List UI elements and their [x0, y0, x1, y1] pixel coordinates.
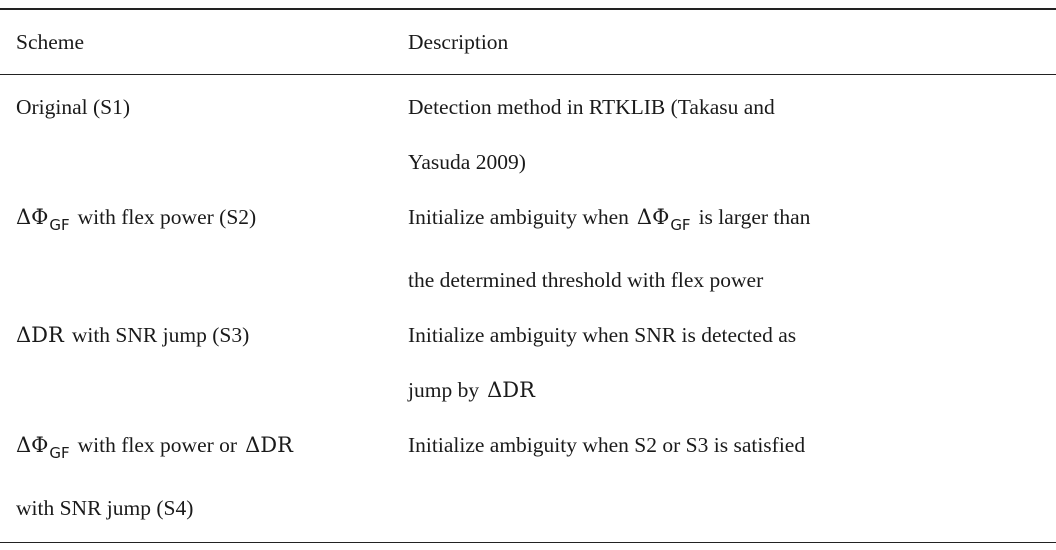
- table-row: ΔΦGF with flex power or ΔDR with SNR jump …: [0, 418, 1056, 536]
- header-scheme: Scheme: [16, 29, 85, 54]
- table-header-row: Scheme Description: [0, 10, 1056, 74]
- delta-dr-symbol: ΔDR: [245, 432, 293, 457]
- description-pre: Initialize ambiguity when: [408, 204, 629, 229]
- scheme-line-1: ΔΦGF with flex power or ΔDR: [16, 418, 408, 481]
- scheme-cell-s3: ΔDR with SNR jump (S3): [0, 308, 408, 363]
- table-row: ΔDR with SNR jump (S3) Initialize ambigui…: [0, 308, 1056, 418]
- table-body: Original (S1) Detection method in RTKLIB…: [0, 75, 1056, 542]
- delta-phi-symbol: ΔΦ: [636, 204, 670, 229]
- description-cell-s4: Initialize ambiguity when S2 or S3 is sa…: [408, 418, 1056, 473]
- scheme-line: ΔΦGF with flex power (S2): [16, 190, 408, 253]
- description-cell-s1: Detection method in RTKLIB (Takasu and Y…: [408, 80, 1056, 190]
- scheme-table: Scheme Description Original (S1) Detecti…: [0, 8, 1056, 543]
- scheme-cell-s1: Original (S1): [0, 80, 408, 135]
- description-line-1: Detection method in RTKLIB (Takasu and: [408, 94, 775, 119]
- scheme-line: ΔDR with SNR jump (S3): [16, 308, 408, 363]
- description-line-1: Initialize ambiguity when ΔΦGF is larger t…: [408, 190, 1056, 253]
- delta-dr-symbol: ΔDR: [16, 322, 64, 347]
- header-description: Description: [408, 29, 509, 54]
- delta-phi-symbol: ΔΦ: [16, 432, 49, 457]
- description-line-2: jump by ΔDR: [408, 363, 1056, 418]
- description-line-1: Initialize ambiguity when S2 or S3 is sa…: [408, 432, 806, 457]
- scheme-line-2: with SNR jump (S4): [16, 495, 194, 520]
- description-cell-s3: Initialize ambiguity when SNR is detecte…: [408, 308, 1056, 418]
- scheme-text: Original (S1): [16, 94, 131, 119]
- description-post: is larger than: [698, 204, 811, 229]
- bottom-rule: [0, 541, 1056, 543]
- description-line-2: the determined threshold with flex power: [408, 267, 764, 292]
- top-rule: [0, 8, 1056, 10]
- description-pre: jump by: [408, 377, 480, 402]
- delta-dr-symbol: ΔDR: [487, 377, 535, 402]
- delta-phi-symbol: ΔΦ: [16, 204, 49, 229]
- scheme-text: with flex power (S2): [77, 204, 257, 229]
- scheme-text: with flex power or: [77, 432, 238, 457]
- scheme-cell-s4: ΔΦGF with flex power or ΔDR with SNR jump …: [0, 418, 408, 536]
- scheme-text: with SNR jump (S3): [71, 322, 250, 347]
- scheme-cell-s2: ΔΦGF with flex power (S2): [0, 190, 408, 253]
- gf-subscript: GF: [49, 215, 70, 234]
- description-cell-s2: Initialize ambiguity when ΔΦGF is larger t…: [408, 190, 1056, 308]
- gf-subscript: GF: [49, 443, 70, 462]
- header-rule: [0, 73, 1056, 75]
- table-row: Original (S1) Detection method in RTKLIB…: [0, 80, 1056, 190]
- description-line-1: Initialize ambiguity when SNR is detecte…: [408, 322, 797, 347]
- gf-subscript: GF: [670, 215, 691, 234]
- description-line-2: Yasuda 2009): [408, 149, 526, 174]
